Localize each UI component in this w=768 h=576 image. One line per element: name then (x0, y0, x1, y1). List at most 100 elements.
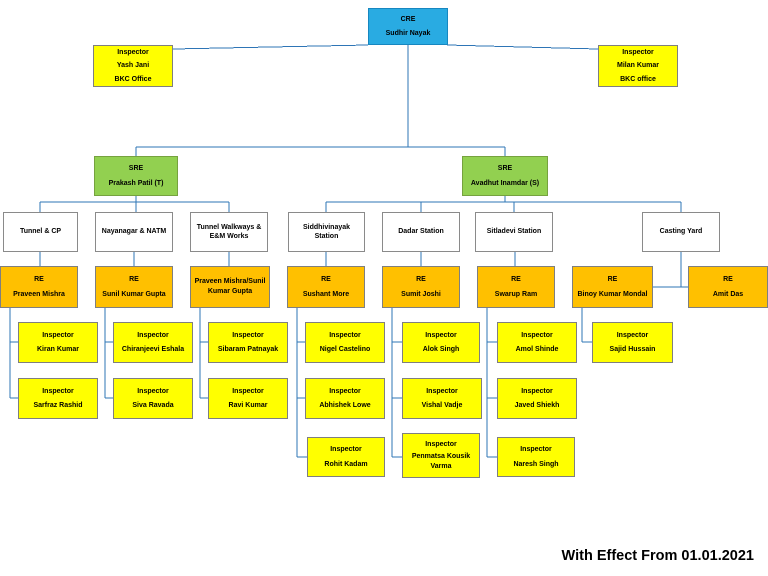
sre-prakash-patil-node: SRE Prakash Patil (T) (94, 156, 178, 196)
effective-date-note: With Effect From 01.01.2021 (561, 548, 754, 564)
re-praveen-mishra-node: RE Praveen Mishra (0, 266, 78, 308)
section-label: Tunnel Walkways & E&M Works (196, 223, 262, 240)
inspector-title: Inspector (117, 49, 149, 57)
re-sushant-more-node: RE Sushant More (287, 266, 365, 308)
inspector-title: Inspector (329, 387, 361, 395)
sre-name: Avadhut Inamdar (S) (470, 179, 540, 187)
inspector-name: Chiranjeevi Eshala (121, 346, 185, 353)
inspector-title: Inspector (330, 446, 362, 454)
inspector-name: Sibaram Patnayak (217, 346, 279, 353)
sre-title: SRE (128, 165, 144, 173)
inspector-siva-ravada-node: Inspector Siva Ravada (113, 378, 193, 419)
re-title: RE (34, 276, 44, 284)
inspector-title: Inspector (137, 331, 169, 339)
re-title: RE (321, 276, 331, 284)
inspector-title: Inspector (425, 441, 457, 449)
inspector-sibaram-patnayak-node: Inspector Sibaram Patnayak (208, 322, 288, 363)
inspector-name: Javed Shiekh (514, 402, 560, 409)
re-sumit-joshi-node: RE Sumit Joshi (382, 266, 460, 308)
inspector-name: Sarfraz Rashid (33, 402, 83, 409)
inspector-title: Inspector (426, 387, 458, 395)
inspector-name: Yash Jani (116, 62, 150, 70)
inspector-chiranjeevi-eshala-node: Inspector Chiranjeevi Eshala (113, 322, 193, 363)
inspector-javed-shiekh-node: Inspector Javed Shiekh (497, 378, 577, 419)
inspector-name: Ravi Kumar (228, 402, 268, 409)
cre-node: CRE Sudhir Nayak (368, 8, 448, 45)
section-nayanagar-natm: Nayanagar & NATM (95, 212, 173, 252)
re-name: Amit Das (712, 290, 744, 298)
inspector-name: Naresh Singh (513, 460, 559, 468)
inspector-title: Inspector (622, 49, 654, 57)
inspector-title: Inspector (232, 387, 264, 395)
inspector-penmatsa-kousik-varma-node: Inspector Penmatsa Kousik Varma (402, 433, 480, 478)
inspector-ravi-kumar-node: Inspector Ravi Kumar (208, 378, 288, 419)
re-title: RE (607, 276, 618, 284)
section-label: Casting Yard (659, 228, 703, 236)
inspector-office: BKC office (620, 75, 656, 83)
re-name: Praveen Mishra (13, 290, 65, 298)
inspector-amol-shinde-node: Inspector Amol Shinde (497, 322, 577, 363)
re-amit-das-node: RE Amit Das (688, 266, 768, 308)
inspector-title: Inspector (616, 331, 649, 339)
inspector-name: Vishal Vadje (421, 402, 463, 409)
sre-avadhut-inamdar-node: SRE Avadhut Inamdar (S) (462, 156, 548, 196)
section-tunnel-cp: Tunnel & CP (3, 212, 78, 252)
re-name: Sumit Joshi (401, 290, 441, 298)
inspector-yash-jani-node: Inspector Yash Jani BKC Office (93, 45, 173, 87)
inspector-title: Inspector (520, 446, 552, 454)
sre-title: SRE (497, 165, 513, 173)
re-name: Sushant More (302, 290, 350, 298)
section-casting-yard: Casting Yard (642, 212, 720, 252)
inspector-title: Inspector (42, 387, 74, 395)
inspector-name: Penmatsa Kousik Varma (411, 453, 471, 470)
inspector-abhishek-lowe-node: Inspector Abhishek Lowe (305, 378, 385, 419)
inspector-sajid-hussain-node: Inspector Sajid Hussain (592, 322, 673, 363)
re-title: RE (723, 276, 733, 284)
re-name: Binoy Kumar Mondal (577, 290, 648, 298)
re-praveen-sunil-shared-node: Praveen Mishra/Sunil Kumar Gupta (190, 266, 270, 308)
re-name: Swarup Ram (494, 290, 538, 298)
inspector-name: Sajid Hussain (609, 346, 656, 353)
sre-name: Prakash Patil (T) (108, 179, 164, 187)
inspector-vishal-vadje-node: Inspector Vishal Vadje (402, 378, 482, 419)
inspector-milan-kumar-node: Inspector Milan Kumar BKC office (598, 45, 678, 87)
inspector-sarfraz-rashid-node: Inspector Sarfraz Rashid (18, 378, 98, 419)
inspector-naresh-singh-node: Inspector Naresh Singh (497, 437, 575, 477)
inspector-office: BKC Office (114, 75, 152, 83)
inspector-title: Inspector (425, 331, 457, 339)
inspector-title: Inspector (42, 331, 74, 339)
inspector-title: Inspector (232, 331, 264, 339)
section-tunnel-walkways: Tunnel Walkways & E&M Works (190, 212, 268, 252)
section-label: Tunnel & CP (19, 228, 62, 236)
inspector-kiran-kumar-node: Inspector Kiran Kumar (18, 322, 98, 363)
inspector-name: Rohit Kadam (324, 460, 368, 468)
re-name: Sunil Kumar Gupta (102, 290, 166, 298)
re-sunil-kumar-gupta-node: RE Sunil Kumar Gupta (95, 266, 173, 308)
inspector-name: Milan Kumar (616, 62, 659, 70)
cre-title: CRE (400, 15, 416, 23)
re-swarup-ram-node: RE Swarup Ram (477, 266, 555, 308)
inspector-name: Nigel Castelino (319, 346, 371, 353)
inspector-name: Kiran Kumar (36, 346, 79, 353)
re-title: RE (511, 276, 521, 284)
section-dadar-station: Dadar Station (382, 212, 460, 252)
re-title: RE (416, 276, 426, 284)
inspector-name: Siva Ravada (132, 402, 174, 409)
inspector-rohit-kadam-node: Inspector Rohit Kadam (307, 437, 385, 477)
inspector-name: Abhishek Lowe (319, 402, 371, 409)
inspector-alok-singh-node: Inspector Alok Singh (402, 322, 480, 363)
re-name: Praveen Mishra/Sunil Kumar Gupta (194, 278, 266, 295)
section-label: Nayanagar & NATM (101, 228, 167, 236)
section-sitladevi-station: Sitladevi Station (475, 212, 553, 252)
section-siddhivinayak-station: Siddhivinayak Station (288, 212, 365, 252)
inspector-title: Inspector (137, 387, 169, 395)
inspector-title: Inspector (329, 331, 361, 339)
inspector-title: Inspector (521, 387, 553, 395)
inspector-nigel-castelino-node: Inspector Nigel Castelino (305, 322, 385, 363)
section-label: Sitladevi Station (486, 228, 542, 236)
cre-name: Sudhir Nayak (385, 30, 431, 37)
section-label: Dadar Station (398, 228, 444, 236)
section-label: Siddhivinayak Station (302, 223, 351, 240)
